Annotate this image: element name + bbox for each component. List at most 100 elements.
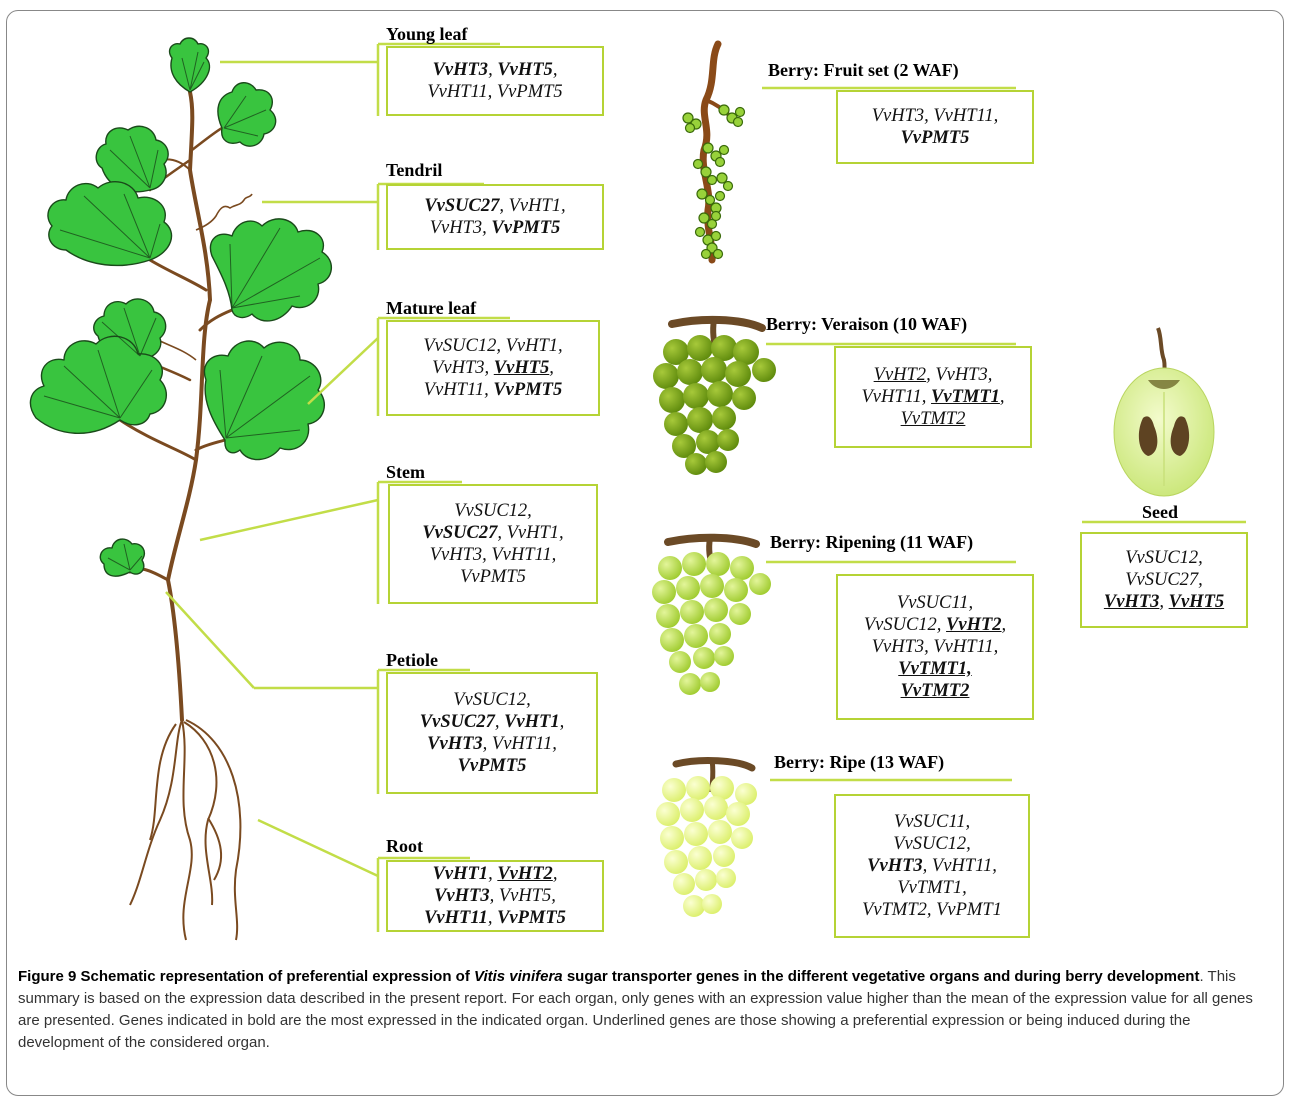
gene-line: VvSUC27, VvHT1, <box>424 195 565 217</box>
gene-text: VvHT5 <box>1168 592 1225 612</box>
gene-text: VvHT11 <box>424 908 488 928</box>
gene-text: , VvHT11, <box>922 856 997 876</box>
gene-text: , <box>488 60 498 80</box>
genes-veraison: VvHT2, VvHT3,VvHT11, VvTMT1,VvTMT2 <box>834 346 1032 448</box>
gene-line: VvHT3, VvHT11, <box>872 636 999 658</box>
genes-tendril: VvSUC27, VvHT1,VvHT3, VvPMT5 <box>386 184 604 250</box>
gene-text: VvSUC12, <box>863 615 947 635</box>
gene-line: VvHT3, VvPMT5 <box>430 217 561 239</box>
gene-text: , <box>494 712 505 732</box>
gene-line: VvHT1, VvHT2, <box>433 863 558 885</box>
gene-text: VvHT3 <box>432 60 489 80</box>
gene-text: , <box>1159 592 1169 612</box>
gene-line: VvSUC27, <box>1125 569 1203 591</box>
gene-line: VvHT11, VvPMT5 <box>424 907 566 929</box>
gene-line: VvSUC11, <box>897 592 973 614</box>
gene-text: VvHT3 <box>867 856 923 876</box>
caption-title-a: Schematic representation of preferential… <box>80 968 470 985</box>
gene-line: VvHT3, VvHT11, <box>867 855 997 877</box>
gene-line: VvHT11, VvPMT5 <box>424 379 562 401</box>
gene-text: VvHT3 <box>434 886 490 906</box>
gene-line: VvPMT5 <box>460 566 526 588</box>
gene-text: VvTMT2, VvPMT1 <box>862 900 1002 920</box>
leaf-veins <box>43 51 321 571</box>
gene-text: , <box>552 60 558 80</box>
gene-line: VvSUC11, <box>894 811 970 833</box>
gene-text: VvSUC11, <box>896 593 974 613</box>
genes-stem: VvSUC12,VvSUC27, VvHT1,VvHT3, VvHT11,VvP… <box>388 484 598 604</box>
figure-artwork <box>29 37 1246 941</box>
gene-line: VvHT2, VvHT3, <box>874 364 993 386</box>
gene-text: VvHT5 <box>493 358 550 378</box>
gene-text: VvSUC27 <box>422 523 498 543</box>
gene-line: VvHT3, VvHT11, <box>427 733 557 755</box>
plant-connectors <box>165 60 379 878</box>
gene-text: VvSUC12, <box>453 690 531 710</box>
gene-line: VvHT3, VvHT11, <box>872 105 999 127</box>
genes-root: VvHT1, VvHT2,VvHT3, VvHT5,VvHT11, VvPMT5 <box>386 860 604 932</box>
gene-line: VvTMT2, VvPMT1 <box>862 899 1002 921</box>
label-fruit-set: Berry: Fruit set (2 WAF) <box>768 60 959 80</box>
roots <box>129 719 242 941</box>
gene-text: , VvHT11, <box>482 734 557 754</box>
gene-line: VvHT11, VvPMT5 <box>427 81 562 103</box>
label-ripe: Berry: Ripe (13 WAF) <box>774 752 945 772</box>
gene-text: , <box>999 387 1005 407</box>
seed-berry <box>1113 327 1215 497</box>
gene-line: VvSUC12, <box>893 833 971 855</box>
gene-line: VvSUC27, VvHT1, <box>420 711 564 733</box>
gene-text: VvTMT1, <box>898 659 972 679</box>
genes-mature-leaf: VvSUC12, VvHT1,VvHT3, VvHT5,VvHT11, VvPM… <box>386 320 600 416</box>
caption-label: Figure 9 <box>18 968 77 985</box>
label-petiole: Petiole <box>386 650 438 670</box>
caption-body: . This summary is based on the expressio… <box>18 968 1253 1051</box>
gene-text: VvSUC27 <box>419 712 495 732</box>
gene-text: VvTMT1, <box>897 878 967 898</box>
gene-line: VvHT11, VvTMT1, <box>861 386 1004 408</box>
caption-title-b: sugar transporter genes in the different… <box>566 968 1200 985</box>
gene-text: , <box>559 712 565 732</box>
gene-text: , VvHT1, <box>499 196 566 216</box>
gene-text: VvPMT5 <box>460 567 526 587</box>
label-young-leaf: Young leaf <box>386 24 468 44</box>
veraison-cluster <box>653 315 776 475</box>
genes-petiole: VvSUC12,VvSUC27, VvHT1,VvHT3, VvHT11,VvP… <box>386 672 598 794</box>
gene-text: VvHT3, VvHT11, <box>429 545 557 565</box>
gene-text: VvPMT5 <box>491 218 561 238</box>
gene-line: VvTMT2 <box>901 680 970 702</box>
gene-text: VvHT3, VvHT11, <box>871 106 999 126</box>
gene-text: VvTMT2 <box>900 409 966 429</box>
gene-text: VvSUC12, VvHT1, <box>423 336 563 356</box>
gene-text: VvTMT1 <box>931 387 1000 407</box>
gene-text: VvHT5 <box>497 60 553 80</box>
leaves <box>29 37 332 577</box>
gene-line: VvHT3, VvHT5, <box>432 357 554 379</box>
genes-ripe: VvSUC11,VvSUC12,VvHT3, VvHT11,VvTMT1,VvT… <box>834 794 1030 938</box>
gene-line: VvSUC12, <box>1125 547 1203 569</box>
label-mature-leaf: Mature leaf <box>386 298 477 318</box>
gene-text: , VvHT1, <box>497 523 564 543</box>
gene-text: VvHT3, <box>429 218 492 238</box>
fruit-set-cluster <box>682 40 746 264</box>
gene-line: VvTMT2 <box>901 408 966 430</box>
label-underlines <box>376 42 1246 932</box>
caption-title-italic: Vitis vinifera <box>474 968 563 985</box>
gene-text: VvHT1 <box>504 712 560 732</box>
label-ripening: Berry: Ripening (11 WAF) <box>770 532 974 552</box>
gene-text: , <box>487 908 498 928</box>
gene-text: , <box>488 864 498 884</box>
gene-text: VvHT3 <box>427 734 483 754</box>
gene-text: , VvHT5, <box>489 886 556 906</box>
gene-text: VvSUC11, <box>893 812 971 832</box>
gene-line: VvHT3, VvHT11, <box>430 544 557 566</box>
label-stem: Stem <box>386 462 425 482</box>
gene-line: VvHT3, VvHT5, <box>433 59 558 81</box>
gene-text: VvSUC27, <box>1125 570 1203 590</box>
gene-text: VvSUC12, <box>893 834 971 854</box>
gene-text: , <box>552 864 558 884</box>
gene-text: VvHT2 <box>497 864 553 884</box>
genes-fruit-set: VvHT3, VvHT11,VvPMT5 <box>836 90 1034 164</box>
figure-frame <box>6 10 1284 1096</box>
gene-text: VvPMT5 <box>457 756 527 776</box>
genes-seed: VvSUC12,VvSUC27,VvHT3, VvHT5 <box>1080 532 1248 628</box>
